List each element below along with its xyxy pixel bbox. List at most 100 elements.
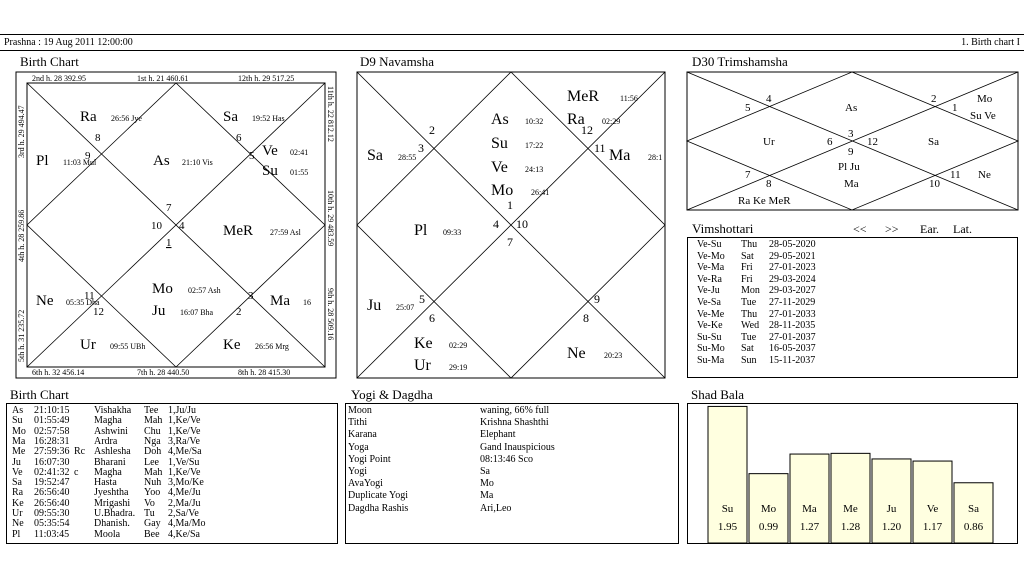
bt-cell: 16:28:31 xyxy=(34,435,70,447)
planet-sa: Sa xyxy=(223,109,238,125)
bt-cell: Tee xyxy=(144,405,159,416)
d30-sign-7: 7 xyxy=(745,169,751,181)
sign-6: 6 xyxy=(236,132,242,144)
shadbala-category-label: Ve xyxy=(927,503,939,515)
vim-cell: Sat xyxy=(741,343,754,355)
bt-cell: 1,Ke/Ve xyxy=(168,415,201,427)
d30-sign-5: 5 xyxy=(745,102,751,114)
shadbala-value-label: 0.99 xyxy=(759,521,779,533)
bt-cell: 02:41:32 xyxy=(34,466,70,478)
nav-planet-ne: Ne xyxy=(567,345,586,362)
nav-planet-as: As xyxy=(491,111,509,128)
bt-cell: 05:35:54 xyxy=(34,518,70,530)
house-7-label: 7th h. 28 440.50 xyxy=(137,368,189,377)
shadbala-bar-mo xyxy=(748,473,789,544)
d30-ra-ke-mer: Ra Ke MeR xyxy=(738,195,791,207)
vim-cell: 29-03-2024 xyxy=(769,273,816,285)
nav-sign-5: 5 xyxy=(419,292,425,306)
vim-cell: Thu xyxy=(741,239,758,250)
bt-cell: Bee xyxy=(144,528,160,540)
house-9-label: 9th h. 28 509.16 xyxy=(326,288,335,340)
bt-cell: Ur xyxy=(12,508,23,519)
yogi-cell: Gand Inauspicious xyxy=(480,441,555,453)
shadbala-value-label: 1.27 xyxy=(800,521,820,533)
bt-cell: Nuh xyxy=(144,477,162,489)
bt-cell: Vo xyxy=(144,497,155,509)
sign-10: 10 xyxy=(151,220,163,232)
yogi-cell: Ma xyxy=(480,490,494,502)
shadbala-value-label: 1.95 xyxy=(718,521,738,533)
planet-mo-degree: 02:57 Ash xyxy=(188,286,221,295)
vim-cell: Su-Mo xyxy=(697,343,725,355)
shadbala-category-label: Su xyxy=(722,503,734,515)
yogi-cell: Ari,Leo xyxy=(480,502,512,514)
vim-cell: Ve-Ma xyxy=(697,262,725,274)
vim-cell: Fri xyxy=(741,262,753,274)
bt-cell: 2,Ma/Ju xyxy=(168,497,201,509)
prev-button[interactable]: << xyxy=(853,222,867,236)
yogi-title: Yogi & Dagdha xyxy=(351,387,433,402)
bt-cell: Pl xyxy=(12,528,21,540)
nav-sign-1: 1 xyxy=(507,198,513,212)
planet-as: As xyxy=(153,153,170,169)
planet-pl: Pl xyxy=(36,153,49,169)
planet-ju-degree: 16:07 Bha xyxy=(180,308,214,317)
house-3-label: 3rd h. 29 494.47 xyxy=(17,105,26,158)
next-button[interactable]: >> xyxy=(885,222,899,236)
vim-cell: 16-05-2037 xyxy=(769,343,816,355)
vim-cell: Fri xyxy=(741,273,753,285)
bt-cell: 11:03:45 xyxy=(34,528,70,540)
bt-cell: Ne xyxy=(12,518,24,530)
chart-selector[interactable]: 1. Birth chart I xyxy=(961,37,1020,48)
vimshottari-title: Vimshottari xyxy=(692,221,754,236)
d30-su-ve: Su Ve xyxy=(970,110,996,122)
d30-mo: Mo xyxy=(977,93,993,105)
bt-cell: 4,Me/Sa xyxy=(168,446,202,458)
d30-ur: Ur xyxy=(763,136,775,148)
vim-cell: 28-11-2035 xyxy=(769,320,816,332)
bt-cell: 09:55:30 xyxy=(34,508,70,519)
nav-sign-3: 3 xyxy=(418,141,424,155)
yogi-cell: Moon xyxy=(348,405,372,416)
vim-cell: 27-01-2023 xyxy=(769,262,816,274)
bt-cell: 1,Ke/Ve xyxy=(168,425,201,437)
bt-cell: Sa xyxy=(12,477,22,489)
shadbala-bar-me xyxy=(830,452,871,544)
d30-pl-ju: Pl Ju xyxy=(838,161,860,173)
bt-cell: As xyxy=(12,405,24,416)
nav-planet-ke: Ke xyxy=(414,335,433,352)
sign-1: 1 xyxy=(166,237,172,249)
vim-cell: Wed xyxy=(741,320,760,332)
house-8-label: 8th h. 28 415.30 xyxy=(238,368,290,377)
nav-planet-mo: Mo xyxy=(491,182,513,199)
d30-as: As xyxy=(845,102,857,114)
later-button[interactable]: Lat. xyxy=(953,222,972,236)
planet-ne: Ne xyxy=(36,293,54,309)
nav-sign-10: 10 xyxy=(516,217,528,231)
yogi-cell: waning, 66% full xyxy=(480,405,550,416)
bt-cell: Ve xyxy=(12,466,23,478)
vim-cell: Tue xyxy=(741,331,757,343)
vim-cell: 29-05-2021 xyxy=(769,250,816,262)
sign-8: 8 xyxy=(95,132,101,144)
bt-cell: Yoo xyxy=(144,487,161,499)
vimshottari-list[interactable] xyxy=(687,237,1018,378)
sign-12: 12 xyxy=(93,306,104,318)
sign-11: 11 xyxy=(84,290,95,302)
bt-cell: Jyeshtha xyxy=(94,487,129,499)
nav-planet-ve: Ve xyxy=(491,159,508,176)
shadbala-title: Shad Bala xyxy=(691,387,745,402)
nav-planet-mo-degree: 26:41 xyxy=(531,188,549,197)
bt-cell: Moola xyxy=(94,528,121,540)
sign-2: 2 xyxy=(236,306,242,318)
house-2-label: 2nd h. 28 392.95 xyxy=(32,74,86,83)
nav-planet-ne-degree: 20:23 xyxy=(604,351,622,360)
bt-cell: 4,Ma/Mo xyxy=(168,518,206,530)
yogi-cell: Karana xyxy=(348,429,377,441)
earlier-button[interactable]: Ear. xyxy=(920,222,939,236)
vim-cell: Mon xyxy=(741,285,760,297)
nav-planet-ra-degree: 02:29 xyxy=(602,117,620,126)
